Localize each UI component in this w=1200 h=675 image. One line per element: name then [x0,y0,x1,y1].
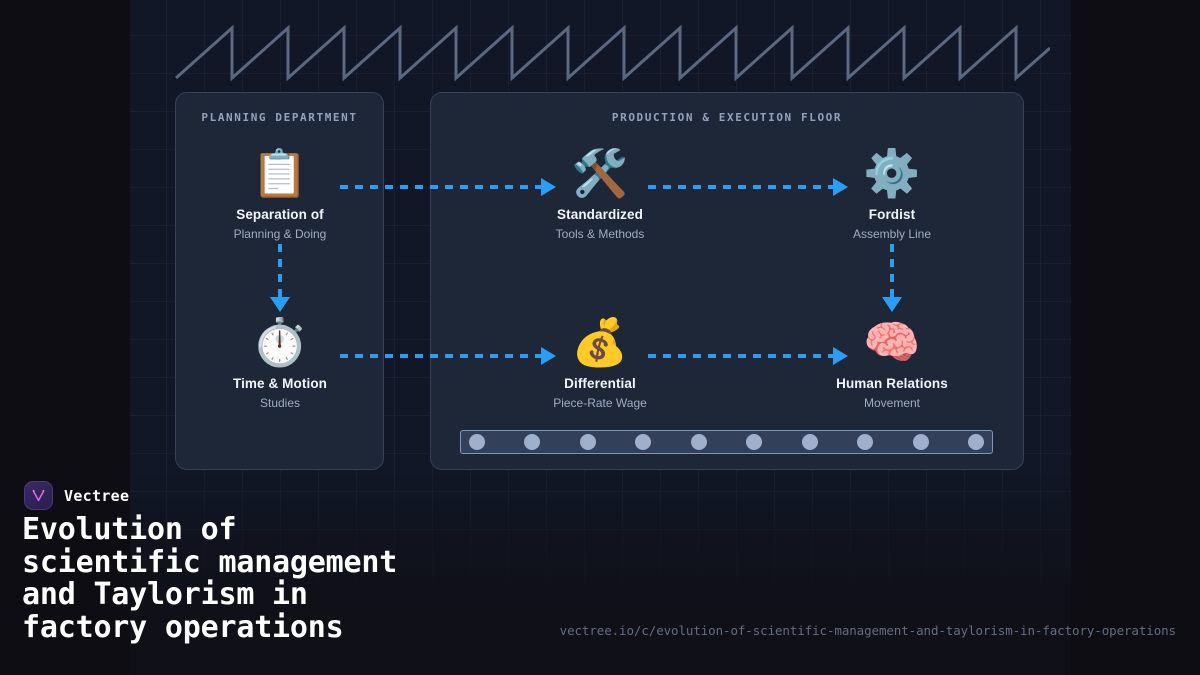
node-differential-piece-rate-wage: 💰 Differential Piece-Rate Wage [510,314,690,410]
conveyor-roller [912,434,929,450]
conveyor-roller [967,434,984,450]
conveyor-roller [635,434,652,450]
brand: Vectree [24,481,129,510]
node-title: Differential [564,376,636,391]
hammer-and-wrench-icon: 🛠️ [571,147,629,199]
conveyor-roller [469,434,485,450]
connector-differential-to-human [648,346,848,366]
source-url: vectree.io/c/evolution-of-scientific-man… [559,623,1176,638]
node-subtitle: Tools & Methods [555,227,645,241]
vectree-logo-icon [24,481,53,510]
money-bag-icon: 💰 [571,316,629,368]
node-title: Time & Motion [232,376,328,391]
node-human-relations-movement: 🧠 Human Relations Movement [802,314,982,410]
node-time-and-motion-studies: ⏱️ Time & Motion Studies [190,314,370,410]
connector-fordist-to-human [882,244,902,312]
node-title: Human Relations [836,376,948,391]
arrow-head-icon [833,178,848,196]
node-subtitle: Piece-Rate Wage [553,396,647,410]
panel-planning-title: PLANNING DEPARTMENT [201,111,358,124]
panel-planning-department: PLANNING DEPARTMENT [175,92,384,470]
node-fordist-assembly-line: ⚙️ Fordist Assembly Line [802,145,982,241]
connector-separation-to-timemotion [270,244,290,312]
connector-line [890,244,894,298]
stopwatch-icon: ⏱️ [251,316,309,368]
conveyor-roller [801,434,818,450]
node-subtitle: Studies [259,396,301,410]
connector-line [648,185,834,189]
node-standardized-tools-and-methods: 🛠️ Standardized Tools & Methods [510,145,690,241]
connector-line [648,354,834,358]
arrow-head-icon [541,347,556,365]
node-subtitle: Assembly Line [852,227,932,241]
arrow-head-icon [270,297,290,312]
conveyor-roller [857,434,874,450]
node-subtitle: Planning & Doing [233,227,327,241]
node-separation-of-planning-and-doing: 📋 Separation of Planning & Doing [190,145,370,241]
node-title: Standardized [557,207,643,222]
page-title: Evolution of scientific management and T… [22,512,398,645]
conveyor-roller [690,434,707,450]
connector-separation-to-standardized [340,177,556,197]
arrow-head-icon [833,347,848,365]
connector-standardized-to-fordist [648,177,848,197]
conveyor-belt [460,430,993,454]
arrow-head-icon [882,297,902,312]
conveyor-roller [524,434,541,450]
connector-line [340,354,542,358]
brand-name: Vectree [64,486,130,505]
connector-line [340,185,542,189]
connector-timemotion-to-differential [340,346,556,366]
brain-icon: 🧠 [863,316,921,368]
clipboard-icon: 📋 [251,147,309,199]
arrow-head-icon [541,178,556,196]
vectree-glyph-icon [32,489,45,502]
gear-icon: ⚙️ [863,147,921,199]
node-title: Separation of [236,207,324,222]
connector-line [278,244,282,298]
conveyor-roller [579,434,596,450]
node-title: Fordist [868,207,916,222]
panel-production-floor: PRODUCTION & EXECUTION FLOOR [430,92,1024,470]
factory-sawtooth-roofline [175,24,1050,82]
node-subtitle: Movement [863,396,921,410]
conveyor-roller [746,434,763,450]
panel-production-title: PRODUCTION & EXECUTION FLOOR [611,111,843,124]
